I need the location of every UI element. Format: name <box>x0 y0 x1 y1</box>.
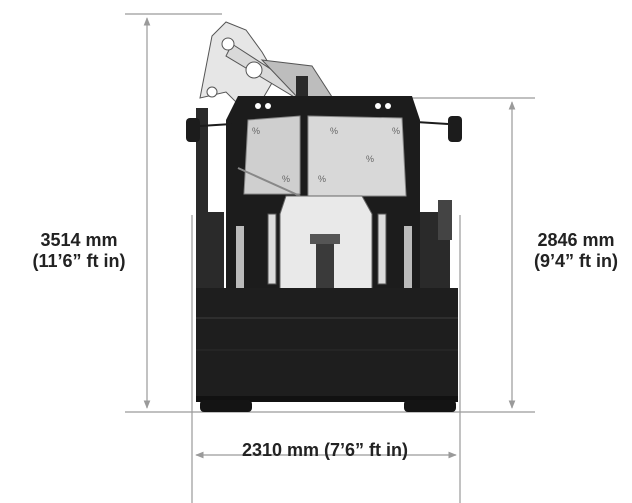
cab-height-imperial: (9’4” ft in) <box>534 251 618 271</box>
dimension-lines <box>125 13 535 503</box>
svg-text:%: % <box>330 126 338 136</box>
overall-height-imperial: (11’6” ft in) <box>32 251 126 271</box>
svg-text:%: % <box>282 174 290 184</box>
svg-text:%: % <box>318 174 326 184</box>
svg-text:%: % <box>366 154 374 164</box>
svg-text:%: % <box>252 126 260 136</box>
wheels <box>200 400 456 412</box>
svg-text:%: % <box>392 126 400 136</box>
front-bucket <box>196 288 458 402</box>
stabilisers <box>196 108 452 292</box>
backhoe-arm <box>199 21 335 107</box>
loader-frame <box>236 195 412 301</box>
cab-height-label: 2846 mm (9’4” ft in) <box>520 230 632 272</box>
cab-height-metric: 2846 mm <box>537 230 615 250</box>
overall-height-metric: 3514 mm <box>40 230 118 250</box>
width-label: 2310 mm (7’6” ft in) <box>241 440 409 460</box>
overall-height-label: 3514 mm (11’6” ft in) <box>14 230 144 272</box>
